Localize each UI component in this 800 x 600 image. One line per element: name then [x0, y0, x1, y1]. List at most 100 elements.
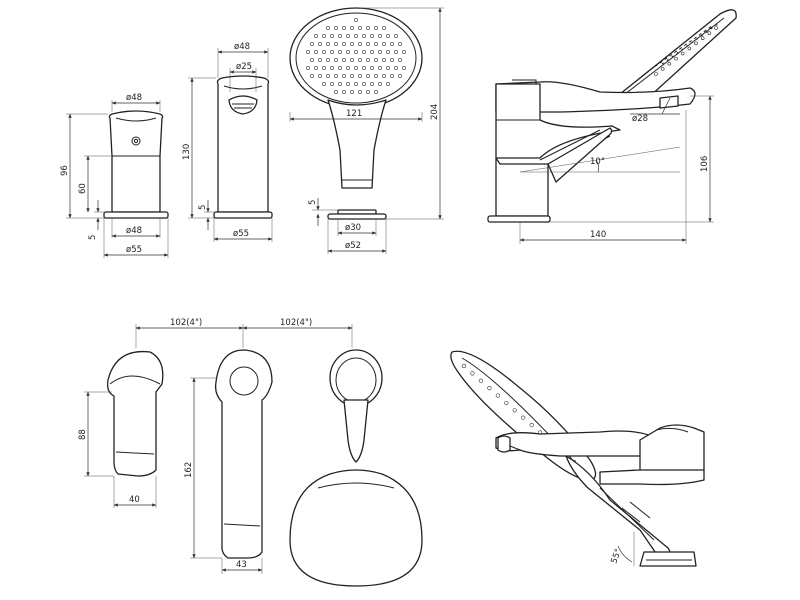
persp-holder — [639, 551, 697, 567]
nozzle — [374, 42, 378, 46]
side-nozzle — [674, 56, 678, 61]
nozzle — [370, 50, 374, 54]
nozzle — [342, 74, 346, 78]
nozzle — [338, 82, 342, 86]
nozzle — [366, 42, 370, 46]
nozzle — [318, 74, 322, 78]
nozzle — [338, 50, 342, 54]
nozzle — [346, 66, 350, 70]
holder-inner-label: ø30 — [345, 223, 361, 233]
nozzle — [310, 42, 314, 46]
nozzle — [314, 34, 318, 38]
nozzle — [394, 66, 398, 70]
nozzle — [402, 50, 406, 54]
persp-nozzle — [470, 371, 475, 376]
nozzle — [342, 90, 346, 94]
nozzle — [334, 26, 338, 30]
persp-nozzle — [487, 386, 492, 391]
handshower-view: 121 204 5 ø30 ø52 — [289, 7, 444, 254]
mixer-base-thickness-label: 5 — [88, 235, 98, 240]
nozzle — [382, 26, 386, 30]
nozzle — [334, 42, 338, 46]
side-nozzle — [654, 72, 658, 76]
handshower-holder — [327, 209, 387, 220]
nozzle — [350, 90, 354, 94]
nozzle — [330, 82, 334, 86]
spacing-left-label: 102(4") — [170, 318, 202, 328]
nozzle — [346, 50, 350, 54]
nozzle — [306, 50, 310, 54]
nozzle — [354, 34, 358, 38]
nozzle — [370, 82, 374, 86]
head-width-label: 121 — [346, 109, 362, 119]
spout-body — [216, 75, 270, 213]
nozzle — [354, 82, 358, 86]
nozzle — [346, 34, 350, 38]
nozzle — [390, 42, 394, 46]
spout-base — [213, 211, 273, 219]
persp-nozzle — [521, 415, 526, 420]
nozzle — [350, 42, 354, 46]
nozzle — [358, 58, 362, 62]
total-height-label: 204 — [430, 104, 440, 120]
side-nozzle — [694, 41, 698, 46]
front-lever — [106, 350, 164, 477]
nozzle — [358, 90, 362, 94]
nozzle — [386, 50, 390, 54]
mixer-view: ø48 96 60 5 ø48 ø55 — [60, 93, 169, 258]
persp-nozzle — [504, 400, 509, 406]
nozzle — [398, 74, 402, 78]
nozzle — [342, 26, 346, 30]
spout-height-label: 130 — [182, 144, 192, 160]
nozzle — [322, 82, 326, 86]
nozzle — [402, 66, 406, 70]
mixer-base-width-label: ø48 — [126, 226, 142, 236]
nozzle — [322, 66, 326, 70]
persp-nozzle — [461, 363, 467, 369]
spout-base-thickness-label: 5 — [198, 205, 208, 210]
side-nozzle — [687, 46, 692, 51]
side-nozzle — [700, 36, 705, 41]
nozzle — [326, 58, 330, 62]
nozzle — [338, 34, 342, 38]
nozzle — [386, 82, 390, 86]
nozzle — [378, 34, 382, 38]
nozzle — [386, 66, 390, 70]
side-nozzle — [714, 26, 718, 30]
nozzle — [366, 90, 370, 94]
holder-thickness-label: 5 — [308, 200, 318, 205]
side-view: ø28 10° 106 140 — [487, 9, 737, 244]
nozzle — [378, 50, 382, 54]
nozzle — [362, 66, 366, 70]
nozzle — [326, 26, 330, 30]
nozzle — [314, 66, 318, 70]
nozzle — [334, 58, 338, 62]
persp-nozzle — [529, 422, 534, 428]
side-body — [487, 83, 621, 223]
nozzle — [362, 50, 366, 54]
nozzle — [362, 34, 366, 38]
spout-width-label: 43 — [236, 560, 247, 570]
spout-height-label: 162 — [184, 462, 194, 478]
side-nozzle — [707, 31, 712, 35]
nozzle-pattern — [306, 18, 406, 94]
nozzle — [366, 58, 370, 62]
nozzle — [322, 50, 326, 54]
nozzle — [358, 42, 362, 46]
nozzle — [306, 66, 310, 70]
nozzle — [326, 74, 330, 78]
nozzle — [382, 58, 386, 62]
nozzle — [334, 74, 338, 78]
nozzle — [338, 66, 342, 70]
lever-height-label: 88 — [78, 429, 88, 440]
side-nozzle — [667, 61, 672, 66]
spout-top-width-label: ø48 — [234, 42, 250, 52]
nozzle — [370, 34, 374, 38]
nozzle — [398, 58, 402, 62]
nozzle — [386, 34, 390, 38]
nozzle — [350, 26, 354, 30]
nozzle — [382, 42, 386, 46]
persp-body — [599, 424, 705, 486]
nozzle — [390, 58, 394, 62]
lever-width-label: 40 — [129, 495, 140, 505]
